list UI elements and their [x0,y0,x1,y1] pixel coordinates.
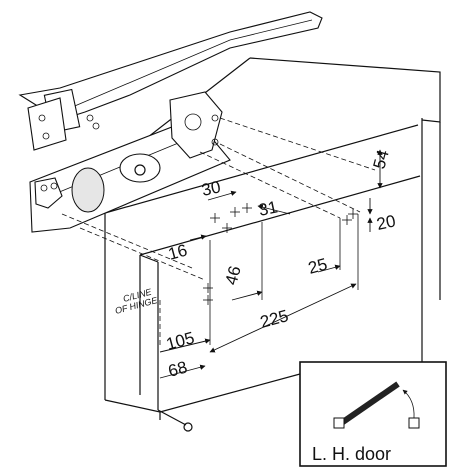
closer-arm [18,11,323,151]
dim-105: 105 [164,328,196,354]
dim-68: 68 [166,358,189,381]
dim-30: 30 [200,177,222,200]
dimension-lines [159,149,383,379]
dim-225: 225 [258,306,290,332]
projection-lines [61,117,376,281]
inset-label: L. H. door [312,444,391,464]
dim-54: 54 [370,148,393,171]
dim-20: 20 [375,211,397,234]
hinge-centerline-note: C/LINE OF HINGE [114,287,161,345]
closer-body [29,91,231,233]
door-hand-inset: L. H. door [299,361,447,467]
dim-31: 31 [257,197,279,220]
dim-16: 16 [166,241,189,264]
mounting-holes [203,203,358,305]
dim-25: 25 [306,255,329,278]
dim-46: 46 [222,264,245,287]
door-panel [139,175,421,432]
door-frame [89,57,441,420]
